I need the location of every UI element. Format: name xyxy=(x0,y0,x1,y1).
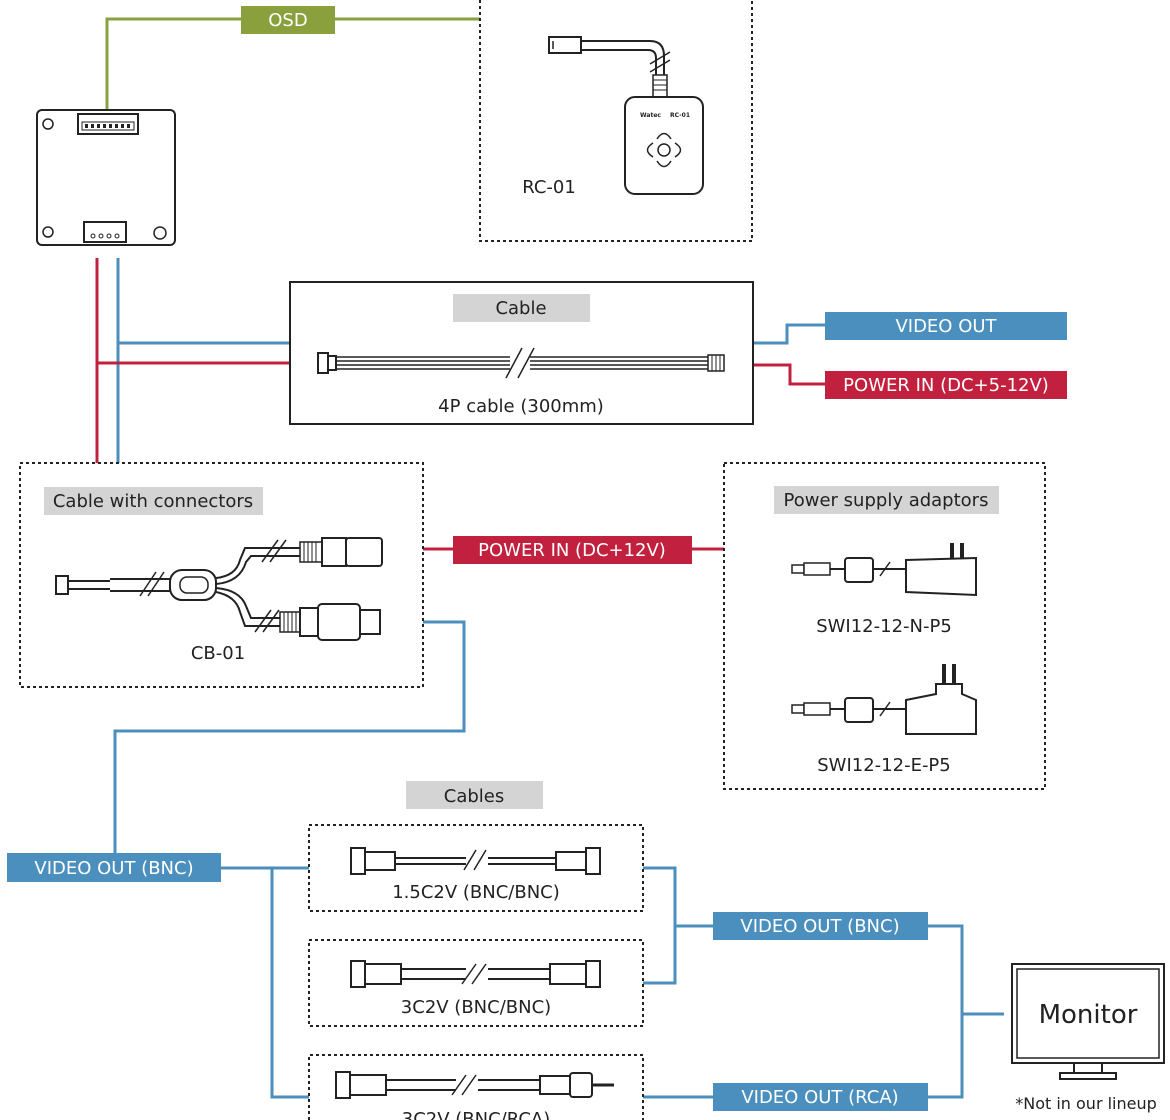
cable-tag-label: Cable xyxy=(495,298,546,319)
osd-label: OSD xyxy=(268,10,307,31)
remote-model-label: RC-01 xyxy=(670,112,690,119)
power-in-top-label: POWER IN (DC+5-12V) xyxy=(843,375,1049,396)
power-in-top-line xyxy=(753,363,825,386)
cable-15c2v-label: 1.5C2V (BNC/BNC) xyxy=(392,882,560,903)
cable1-to-merge xyxy=(643,866,677,985)
cable-3c2v-rca-label: 3C2V (BNC/RCA) xyxy=(402,1109,551,1120)
rc01-remote: Watec RC-01 xyxy=(548,36,704,195)
video-out-bnc-left-tag xyxy=(7,853,221,882)
power-in-top-tag xyxy=(825,371,1067,399)
cable-3c2v-bnc-label: 3C2V (BNC/BNC) xyxy=(401,997,551,1018)
camera-board xyxy=(36,109,176,246)
cable-15c2v-drawing xyxy=(350,847,601,875)
rc01-box xyxy=(479,0,753,242)
video-out-bnc-right-tag xyxy=(713,912,928,940)
cable-3c2v-bnc-drawing xyxy=(350,960,601,988)
video-out-rca-label: VIDEO OUT (RCA) xyxy=(741,1087,898,1108)
video-out-rca-tag xyxy=(713,1083,928,1111)
osd-tag xyxy=(241,6,335,34)
cb01-video-line xyxy=(113,620,466,853)
video-out-top-line xyxy=(753,323,825,345)
power-supply-box xyxy=(723,462,1046,790)
monitor-drawing xyxy=(1011,963,1165,1080)
swi-e-label: SWI12-12-E-P5 xyxy=(817,755,951,776)
swi-n-label: SWI12-12-N-P5 xyxy=(816,616,952,637)
power-supply-tag xyxy=(774,486,999,514)
osd-line xyxy=(105,17,480,110)
video-left-trunk xyxy=(270,868,309,1099)
remote-brand-label: Watec xyxy=(640,112,661,119)
not-in-lineup-note: *Not in our lineup xyxy=(1015,1094,1157,1113)
power-in-mid-tag xyxy=(453,536,692,564)
video-out-top-tag xyxy=(825,312,1067,340)
rc01-label: RC-01 xyxy=(522,177,576,198)
cable-with-connectors-label: Cable with connectors xyxy=(53,491,253,512)
cable-3c2v-rca-drawing xyxy=(335,1071,614,1099)
cable-3c2v-rca-box xyxy=(308,1054,644,1120)
power-in-mid-label: POWER IN (DC+12V) xyxy=(478,540,666,561)
power-supply-label: Power supply adaptors xyxy=(784,490,989,511)
monitor-label: Monitor xyxy=(1039,1000,1138,1030)
video-out-bnc-left-label: VIDEO OUT (BNC) xyxy=(34,858,193,879)
cable-with-connectors-tag xyxy=(44,487,263,515)
cables-label: Cables xyxy=(444,786,504,807)
bnc-to-monitor-line xyxy=(928,924,964,1099)
cb01-label: CB-01 xyxy=(191,643,245,664)
cb01-drawing xyxy=(55,537,383,641)
cables-tag xyxy=(406,781,543,809)
video-out-bnc-right-label: VIDEO OUT (BNC) xyxy=(740,916,899,937)
adaptor-e-drawing xyxy=(791,664,977,735)
cable-tag xyxy=(453,294,590,322)
four-p-cable-label: 4P cable (300mm) xyxy=(438,396,604,417)
video-out-top-label: VIDEO OUT xyxy=(895,316,997,337)
adaptor-n-drawing xyxy=(791,543,977,597)
cable-with-connectors-box xyxy=(19,462,424,688)
four-p-cable-drawing xyxy=(317,347,725,379)
